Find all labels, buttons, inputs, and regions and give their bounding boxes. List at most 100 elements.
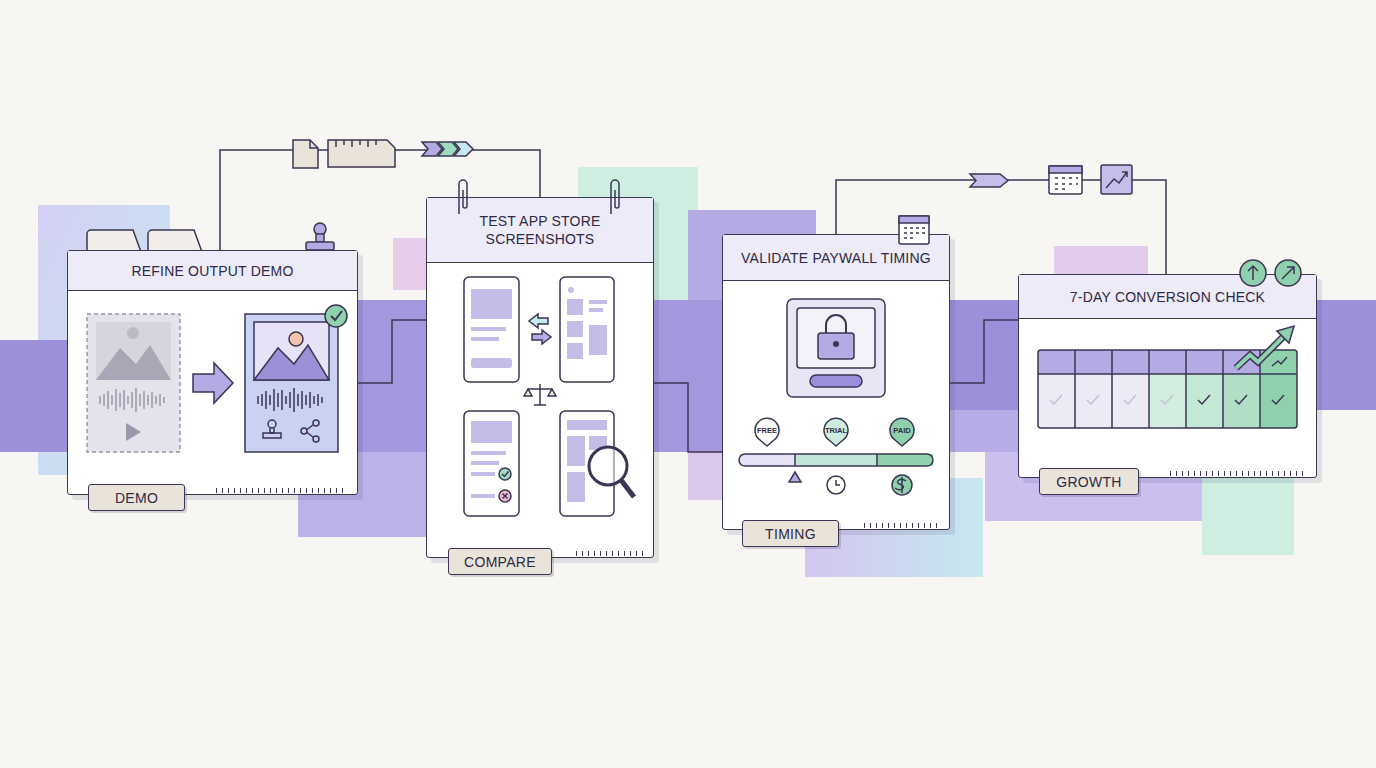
compare-icon <box>528 384 552 405</box>
phone-mockup <box>471 421 512 443</box>
conversion-table <box>1260 350 1297 374</box>
timeline <box>739 418 933 495</box>
compare-icon <box>589 447 627 485</box>
refined-output <box>263 433 281 438</box>
phone-mockup <box>471 337 499 341</box>
phone-mockup <box>560 277 614 382</box>
conversion-table <box>1260 374 1297 428</box>
refined-output <box>245 305 347 452</box>
conversion-table <box>1038 260 1301 428</box>
paywall-lock <box>899 216 929 244</box>
timeline <box>892 475 912 495</box>
card-title: REFINE OUTPUT DEMO <box>68 251 357 291</box>
timeline <box>789 472 801 482</box>
ruler-ticks <box>860 523 940 528</box>
compare-icon <box>524 389 556 396</box>
connector-icon <box>1055 178 1078 189</box>
phone-mockup <box>499 468 511 480</box>
card-title: 7-DAY CONVERSION CHECK <box>1019 275 1316 319</box>
phone-mockup <box>471 451 506 455</box>
stamp-icon <box>316 234 324 242</box>
conversion-table <box>1223 374 1260 428</box>
phone-mockup <box>568 287 574 293</box>
refine-arrow <box>193 363 233 403</box>
phone-mockup <box>567 299 583 315</box>
phone-mockup <box>464 277 614 516</box>
conversion-table <box>1149 374 1186 428</box>
folder-tab <box>87 230 141 252</box>
phone-mockup <box>471 494 495 498</box>
refined-output <box>325 305 347 327</box>
connector-icon <box>454 142 473 156</box>
refined-output <box>268 420 276 428</box>
paywall-lock <box>797 308 875 368</box>
raw-output <box>96 345 171 380</box>
phone-mockup <box>471 289 512 319</box>
ruler-ticks <box>572 551 646 556</box>
stamp-icon <box>306 223 334 250</box>
connector-icon <box>1106 172 1127 188</box>
conversion-table <box>1038 350 1260 374</box>
stage-tag: DEMO <box>88 484 185 511</box>
conversion-table <box>1236 337 1283 368</box>
phone-mockup <box>464 411 519 516</box>
refined-output <box>313 436 319 442</box>
conversion-table <box>1277 326 1294 343</box>
connector-icon <box>422 142 442 156</box>
folder-tab <box>148 230 202 252</box>
tag-label: TIMING <box>765 526 816 542</box>
conversion-table <box>1240 260 1266 286</box>
ruler-ticks <box>1168 471 1306 476</box>
connector-icon <box>970 174 1008 187</box>
phone-mockup <box>567 343 583 359</box>
connector-icon <box>1049 166 1082 194</box>
timeline <box>795 454 877 466</box>
phone-mockup <box>502 472 509 477</box>
refined-output <box>270 428 274 433</box>
paperclip <box>459 180 467 214</box>
stage-tag: GROWTH <box>1039 468 1139 495</box>
stage-tag: TIMING <box>742 520 839 547</box>
phone-mockup <box>567 321 583 337</box>
raw-output <box>96 322 171 380</box>
raw-output <box>127 327 139 339</box>
stage-tag: COMPARE <box>448 548 552 575</box>
paperclip <box>611 180 619 214</box>
timeline <box>895 477 906 493</box>
phone-mockup <box>471 461 499 465</box>
connector-icon <box>1049 166 1082 173</box>
stamp-icon <box>314 223 326 235</box>
conversion-table <box>1248 266 1258 280</box>
phone-mockup <box>567 436 585 466</box>
stage-card: GROWTH7-DAY CONVERSION CHECK <box>1018 274 1317 478</box>
compare-icon <box>532 330 551 344</box>
refined-output <box>254 345 329 380</box>
timeline <box>836 480 840 485</box>
compare-icon <box>524 314 634 497</box>
connector <box>950 320 1018 383</box>
connector-icon <box>438 142 458 156</box>
tag-label: COMPARE <box>464 554 536 570</box>
stage-card: DEMOREFINE OUTPUT DEMO <box>67 250 358 495</box>
stage-card: TIMINGVALIDATE PAYWALL TIMING <box>722 234 950 530</box>
raw-output <box>126 423 141 441</box>
timeline <box>877 454 933 466</box>
paywall-lock <box>787 216 929 397</box>
phone-mockup <box>464 277 519 382</box>
timeline <box>739 454 795 466</box>
phone-mockup <box>567 472 585 502</box>
compare-icon <box>621 480 634 497</box>
connector <box>358 320 426 383</box>
paywall-lock <box>787 299 885 397</box>
refined-output <box>301 428 307 434</box>
conversion-table <box>1198 395 1284 404</box>
paywall-lock <box>899 216 929 223</box>
conversion-table <box>1050 395 1173 404</box>
phone-mockup <box>471 358 512 368</box>
phone-mockup <box>471 472 495 476</box>
timeline <box>795 454 877 466</box>
phone-mockup <box>589 436 607 450</box>
raw-output <box>100 388 164 412</box>
phone-mockup <box>471 327 506 331</box>
